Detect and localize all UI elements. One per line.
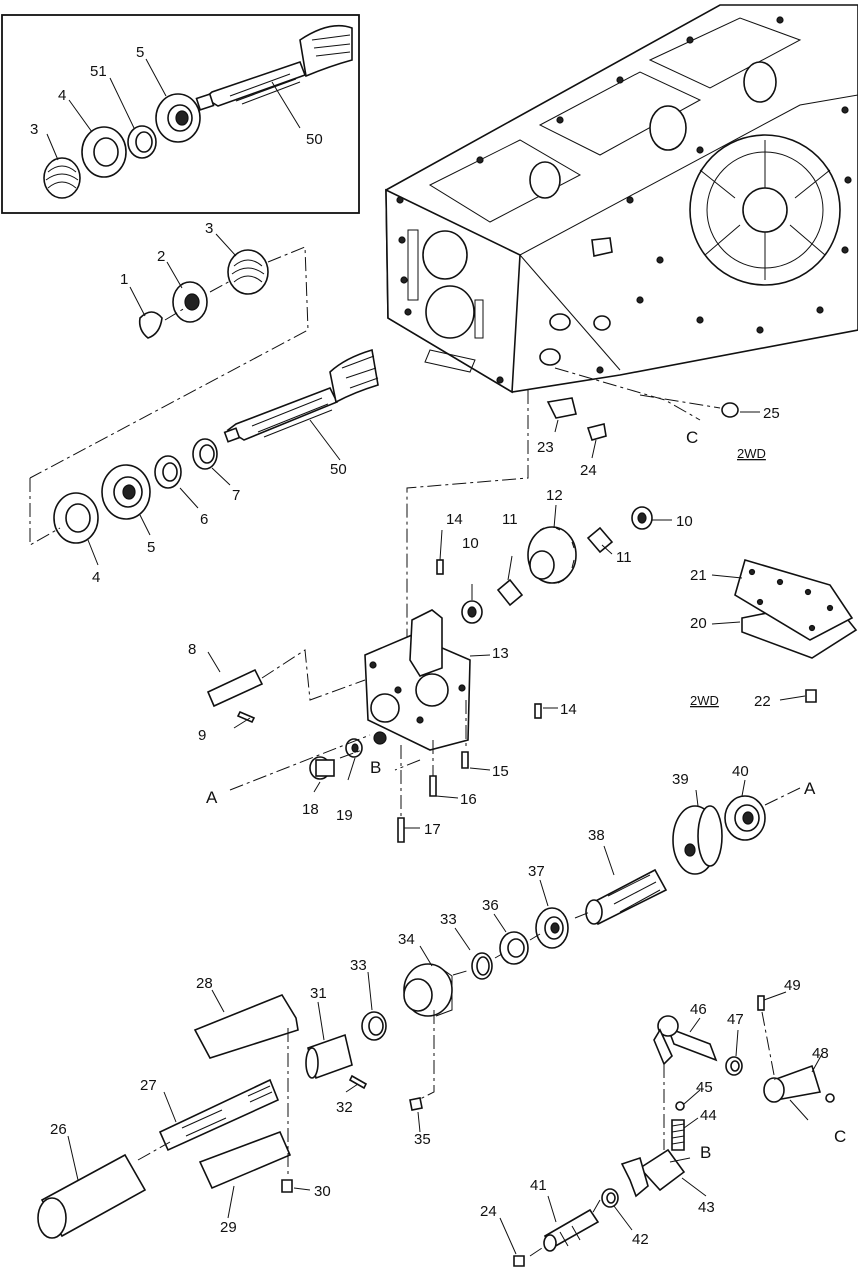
label-11b: 11 [616,549,632,566]
inset-panel: 3 4 51 5 50 [1,14,360,214]
label-20: 20 [690,615,707,632]
label-12: 12 [546,487,563,504]
label-50: 50 [306,131,323,148]
label-27: 27 [140,1077,157,1094]
label-13: 13 [492,645,509,662]
label-44: 44 [700,1107,717,1124]
label-35: 35 [414,1131,431,1148]
label-2: 2 [157,248,165,265]
label-43: 43 [698,1199,715,1216]
label-17: 17 [424,821,441,838]
label-15: 15 [492,763,509,780]
label-11: 11 [502,511,518,528]
label-50b: 50 [330,461,347,478]
ref-b-right: B [700,1143,711,1162]
label-45: 45 [696,1079,713,1096]
drive-shaft-assembly: 40 39 38 37 36 33 A [440,763,816,980]
label-28: 28 [196,975,213,992]
pinion-shaft-50: 50 [223,348,379,478]
label-38: 38 [588,827,605,844]
label-16: 16 [460,791,477,808]
label-46: 46 [690,1001,707,1018]
label-34: 34 [398,931,415,948]
label-14: 14 [446,511,463,528]
coupling-assembly: 34 33 31 28 32 35 27 26 29 30 [37,931,453,1239]
cover-plate-2wd: 21 20 2WD 22 [690,559,858,710]
label-47: 47 [727,1011,744,1028]
label-25: 25 [763,405,780,422]
label-51: 51 [90,63,107,80]
front-axle-drive-housing: 14 10 11 12 11 10 13 14 15 16 17 18 19 8… [188,487,693,843]
label-5: 5 [136,44,144,61]
label-24: 24 [580,462,597,479]
note-2wd-top: 2WD [737,446,766,461]
label-40: 40 [732,763,749,780]
label-18: 18 [302,801,319,818]
note-2wd-mid: 2WD [690,693,719,708]
label-10b: 10 [676,513,693,530]
ref-b-left: B [370,758,381,777]
label-26: 26 [50,1121,67,1138]
label-33: 33 [440,911,457,928]
label-14b: 14 [560,701,577,718]
label-42: 42 [632,1231,649,1248]
label-5b: 5 [147,539,155,556]
label-24b: 24 [480,1203,497,1220]
label-23: 23 [537,439,554,456]
bearing-stack: 4 5 6 7 [29,438,240,586]
label-36: 36 [482,897,499,914]
label-37: 37 [528,863,545,880]
label-30: 30 [314,1183,331,1200]
label-7: 7 [232,487,240,504]
label-49: 49 [784,977,801,994]
label-39: 39 [672,771,689,788]
label-33b: 33 [350,957,367,974]
label-3: 3 [30,121,38,138]
label-1: 1 [120,271,128,288]
label-41: 41 [530,1177,547,1194]
ref-c-top: C [686,428,698,447]
label-48: 48 [812,1045,829,1062]
label-31: 31 [310,985,327,1002]
label-3b: 3 [205,220,213,237]
label-9: 9 [198,727,206,744]
label-22: 22 [754,693,771,710]
label-6: 6 [200,511,208,528]
label-4b: 4 [92,569,100,586]
label-32: 32 [336,1099,353,1116]
label-29: 29 [220,1219,237,1236]
label-21: 21 [690,567,707,584]
label-19: 19 [336,807,353,824]
ref-a-right: A [804,779,816,798]
label-10: 10 [462,535,479,552]
label-4: 4 [58,87,66,104]
upper-input-parts: 1 2 3 [29,220,309,479]
ref-c-bottom: C [834,1127,846,1146]
side-fittings: 23 24 25 C 2WD [406,367,780,642]
ref-a-left: A [206,788,218,807]
transmission-housing [385,4,858,394]
shift-linkage: 46 47 49 48 45 44 B 43 42 41 24 C [480,977,846,1267]
label-8: 8 [188,641,196,658]
